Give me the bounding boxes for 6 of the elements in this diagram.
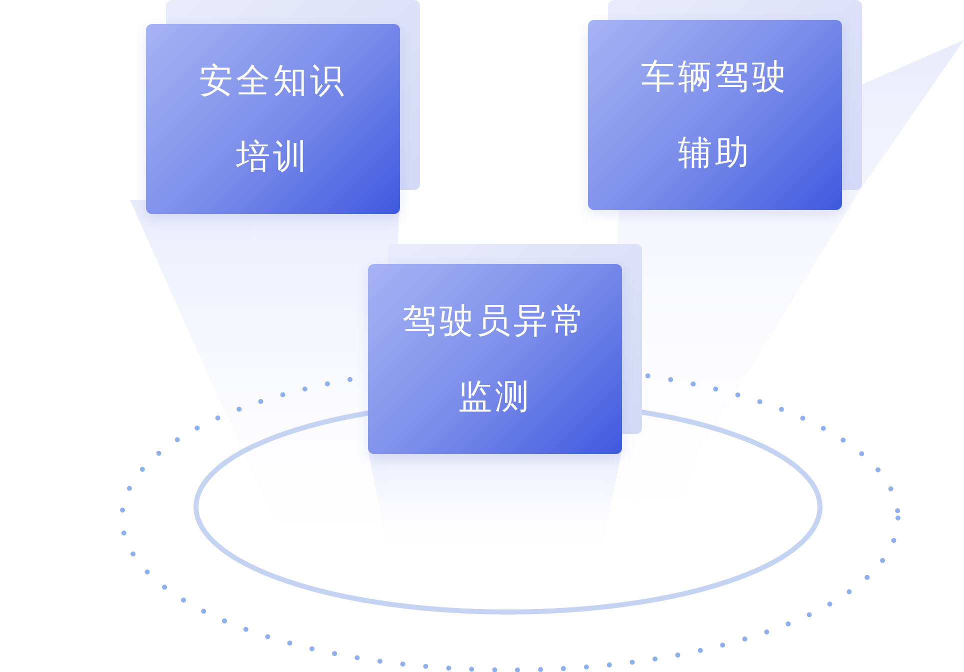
card-title: 驾驶员异常监测: [402, 300, 588, 419]
feature-card: [146, 24, 400, 214]
card-title: 安全知识培训: [198, 60, 348, 179]
feature-card: [368, 264, 622, 454]
card-title: 车辆驾驶辅助: [640, 56, 790, 175]
feature-card: [588, 20, 842, 210]
